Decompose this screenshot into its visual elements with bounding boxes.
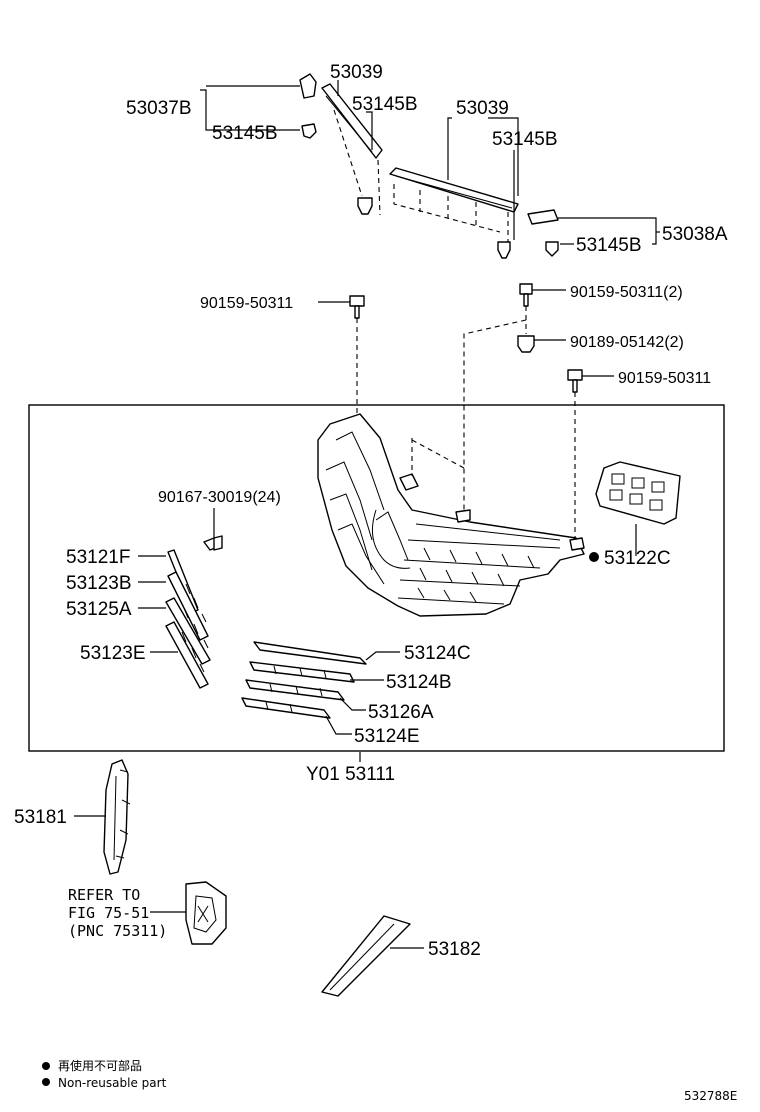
label-53145B-upper: 53145B [352, 94, 418, 115]
molding-53182 [321, 915, 411, 997]
figure-id: 532788E [684, 1089, 737, 1103]
clip-53037B [299, 73, 317, 99]
strip-53126A [245, 679, 345, 701]
label-53123B: 53123B [66, 573, 132, 594]
legend-text-jp: 再使用不可部品 [58, 1058, 142, 1073]
label-53037B: 53037B [126, 98, 192, 119]
label-53124E: 53124E [354, 726, 420, 747]
clip-90167 [203, 535, 223, 551]
label-53039-right: 53039 [456, 98, 509, 119]
clip-53145B-lower-right [497, 241, 511, 259]
label-53038A: 53038A [662, 224, 728, 245]
screw-90159-left [349, 295, 365, 319]
molding-53039-left [321, 83, 383, 159]
legend-text-en: Non-reusable part [58, 1076, 167, 1090]
screw-90159-right [567, 369, 583, 393]
assembly-frame [28, 404, 725, 752]
label-refer-line2: FIG 75-51 [68, 904, 149, 922]
strip-53123E [165, 621, 209, 689]
legend-bullet-en [42, 1078, 50, 1086]
screw-90159-top-right [519, 283, 533, 307]
label-53145B-right: 53145B [576, 235, 642, 256]
label-90159-right: 90159-50311 [618, 370, 711, 387]
label-53122C: 53122C [604, 548, 671, 569]
non-reusable-marker-53122C [589, 552, 599, 562]
label-90159-left: 90159-50311 [200, 295, 293, 312]
emblem-75311 [185, 881, 227, 945]
molding-53039-right [389, 167, 519, 213]
label-53145B-right-upper: 53145B [492, 129, 558, 150]
label-53126A: 53126A [368, 702, 434, 723]
strip-53124C [253, 641, 367, 665]
label-53124B: 53124B [386, 672, 452, 693]
label-refer-line3: (PNC 75311) [68, 922, 167, 940]
molding-53181 [103, 759, 131, 875]
label-53182: 53182 [428, 939, 481, 960]
clip-53145B-left [301, 123, 317, 139]
label-assembly-Y01-53111: Y01 53111 [306, 764, 395, 785]
strip-53124B [249, 661, 355, 683]
label-refer-line1: REFER TO [68, 886, 140, 904]
clip-90189 [517, 335, 535, 353]
label-53121F: 53121F [66, 547, 130, 568]
label-53124C: 53124C [404, 643, 471, 664]
bracket-53038A [527, 209, 559, 225]
legend-bullet-jp [42, 1062, 50, 1070]
strip-53124E [241, 697, 331, 719]
radiator-grille-body [317, 413, 585, 617]
label-53125A: 53125A [66, 599, 132, 620]
bracket-53122C [595, 461, 681, 525]
clip-53145B-right [545, 241, 559, 257]
clip-53145B-lower-left [357, 197, 373, 215]
label-53181: 53181 [14, 807, 67, 828]
label-90189: 90189-05142(2) [570, 334, 684, 351]
label-53039-left: 53039 [330, 62, 383, 83]
label-53145B-left: 53145B [212, 123, 278, 144]
label-90159-right-top: 90159-50311(2) [570, 284, 683, 301]
strip-53123B [167, 571, 209, 641]
label-90167: 90167-30019(24) [158, 489, 281, 506]
label-53123E: 53123E [80, 643, 146, 664]
strip-53125A [165, 597, 211, 665]
